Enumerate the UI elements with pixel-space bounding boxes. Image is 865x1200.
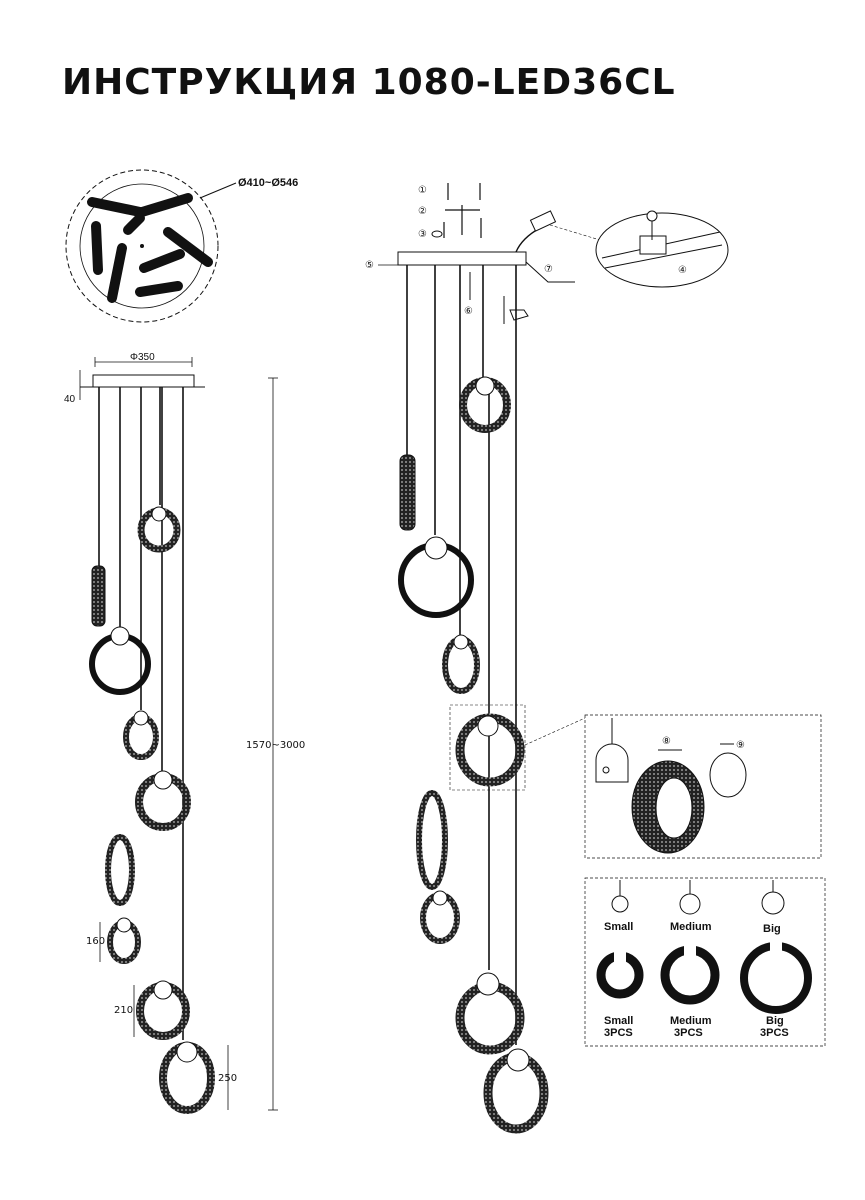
legend-medium-count: 3PCS [674, 1027, 703, 1039]
legend-small-label-2: Small [604, 1015, 633, 1027]
step-3: ③ [418, 229, 427, 240]
ring-detail-box: ⑧ ⑨ [584, 714, 822, 859]
legend-big-label: Big [763, 923, 781, 935]
step-6: ⑥ [464, 306, 473, 317]
small-ring-height-label: 160 [86, 936, 105, 947]
canopy-height-label: 40 [64, 394, 76, 405]
size-legend: Small Medium Big Small 3PCS Medium 3PCS … [584, 877, 826, 1047]
big-ring-height-label: 250 [218, 1073, 237, 1084]
side-view: Φ350 40 [64, 352, 305, 1114]
installation-view: ① ② ③ ⑤ ④ ⑦ ⑥ [365, 183, 729, 1134]
step-7: ⑦ [544, 264, 553, 275]
total-height-label: 1570~3000 [246, 740, 305, 751]
canopy-diameter-label: Φ350 [130, 352, 155, 363]
legend-medium-label: Medium [670, 921, 712, 933]
step-4: ④ [678, 265, 687, 276]
legend-big-count: 3PCS [760, 1027, 789, 1039]
legend-big-label-2: Big [766, 1015, 784, 1027]
step-9: ⑨ [736, 740, 745, 751]
legend-small-count: 3PCS [604, 1027, 633, 1039]
step-1: ① [418, 185, 427, 196]
step-5: ⑤ [365, 260, 374, 271]
legend-small-label: Small [604, 921, 633, 933]
step-8: ⑧ [662, 736, 671, 747]
step-2: ② [418, 206, 427, 217]
medium-ring-height-label: 210 [114, 1005, 133, 1016]
legend-medium-label-2: Medium [670, 1015, 712, 1027]
top-view: Ø410~Ø546 [65, 169, 298, 323]
page-title: ИНСТРУКЦИЯ 1080-LED36CL [62, 62, 676, 103]
top-diameter-label: Ø410~Ø546 [238, 177, 298, 189]
